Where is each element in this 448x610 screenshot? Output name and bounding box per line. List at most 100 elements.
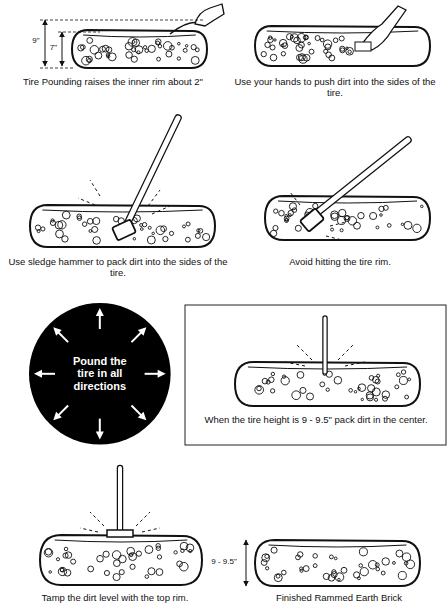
dirt-clod (354, 572, 360, 578)
motion-line (326, 236, 342, 240)
dirt-clod (56, 558, 59, 561)
dirt-clod (354, 222, 361, 229)
motion-line (296, 344, 312, 360)
dirt-clod (183, 225, 186, 228)
dirt-clod (292, 391, 301, 400)
dirt-clod (87, 38, 93, 44)
caption-text: Tamp the dirt level with the top rim. (42, 592, 189, 603)
dirt-clod (346, 47, 354, 55)
extension-line (40, 20, 205, 21)
dirt-clod (281, 44, 284, 47)
caption: Finished Rammed Earth Brick (236, 592, 442, 603)
dirt-clod (152, 232, 154, 234)
dirt-clod (359, 564, 363, 568)
motion-line (78, 198, 95, 205)
dirt-clod (372, 388, 380, 396)
tire-rim (269, 545, 407, 547)
dirt-clod (300, 387, 306, 393)
tire (40, 535, 202, 585)
dirt-clod (50, 220, 55, 225)
dirt-clod (147, 236, 155, 244)
dirt-clod (88, 566, 94, 572)
dirt-clod (300, 569, 303, 572)
dirt-clod (340, 48, 345, 53)
dirt-clod (296, 54, 302, 60)
circle-text: Pound the tire in all directions (65, 355, 135, 393)
dirt-clod (185, 45, 188, 48)
dirt-clod (296, 44, 303, 51)
dirt-clod (113, 574, 120, 581)
dirt-clod (104, 570, 109, 575)
dirt-clod (349, 389, 353, 393)
dirt-clod (285, 219, 289, 223)
dirt-clod (113, 216, 118, 221)
dirt-clod (270, 230, 276, 236)
dirt-clod (163, 236, 168, 241)
dirt-clod (112, 551, 120, 559)
dirt-clod (320, 38, 324, 42)
dirt-clod (345, 216, 349, 220)
tire-rim (55, 540, 188, 542)
dirt-clod (82, 56, 91, 65)
caption: Use your hands to push dirt into the sid… (226, 76, 444, 99)
dirt-clod (265, 42, 270, 47)
tire (255, 26, 430, 66)
dirt-clod (37, 230, 40, 233)
dirt-clod (189, 549, 192, 552)
dirt-clod (279, 210, 285, 216)
dirt-clod (281, 52, 285, 56)
tire-rim (267, 31, 418, 33)
dirt-clod (282, 43, 288, 49)
dirt-clod (145, 546, 153, 554)
dirt-clod (376, 567, 380, 571)
caption: Use sledge hammer to pack dirt into the … (4, 256, 232, 279)
dirt-clod (325, 44, 331, 50)
black-disc (29, 303, 171, 445)
arrow-head (53, 327, 61, 335)
caption: Tire Pounding raises the inner rim about… (4, 76, 222, 87)
dirt-clod (399, 376, 407, 384)
tire-outline (40, 535, 202, 585)
dirt-clod (156, 546, 160, 550)
dirt-clod (396, 550, 403, 557)
dirt-clod (331, 228, 334, 231)
motion-line (90, 512, 104, 526)
dirt-clod (88, 58, 92, 62)
hammer-head (300, 208, 324, 232)
dirt-clod (143, 46, 146, 49)
dirt-clod (398, 571, 406, 579)
dirt-clod (93, 237, 101, 245)
dirt-clod (71, 559, 76, 564)
caption-text: Finished Rammed Earth Brick (276, 592, 402, 603)
dirt-clod (358, 384, 366, 392)
arrow-head (138, 327, 146, 335)
direction-arrow (131, 405, 142, 416)
dimension-text: 9" (32, 36, 39, 45)
dirt-clod (60, 568, 64, 572)
dirt-clod (339, 36, 344, 41)
dirt-clod (174, 551, 177, 554)
caption-text: Use your hands to push dirt into the sid… (234, 76, 435, 98)
tool-handle (322, 318, 328, 372)
dirt-clod (148, 568, 155, 575)
motion-line (148, 190, 160, 206)
dirt-clod (393, 561, 396, 564)
dimension-text: 7" (50, 43, 57, 52)
dirt-clod (408, 378, 411, 381)
motion-line (290, 192, 300, 205)
dimension: 7" (47, 43, 60, 53)
dirt-clod (291, 35, 294, 38)
dirt-clod (60, 568, 63, 571)
arrow-head (53, 412, 61, 420)
direction-arrow (40, 373, 55, 375)
dirt-clod (161, 226, 167, 232)
dirt-clod (78, 45, 84, 51)
dirt-clod (140, 228, 143, 231)
dirt-clod (274, 39, 276, 41)
dirt-clod (307, 393, 314, 400)
dirt-clod (108, 53, 116, 61)
dirt-clod (320, 382, 325, 387)
dirt-clod (375, 398, 378, 401)
dirt-clod (329, 555, 333, 559)
